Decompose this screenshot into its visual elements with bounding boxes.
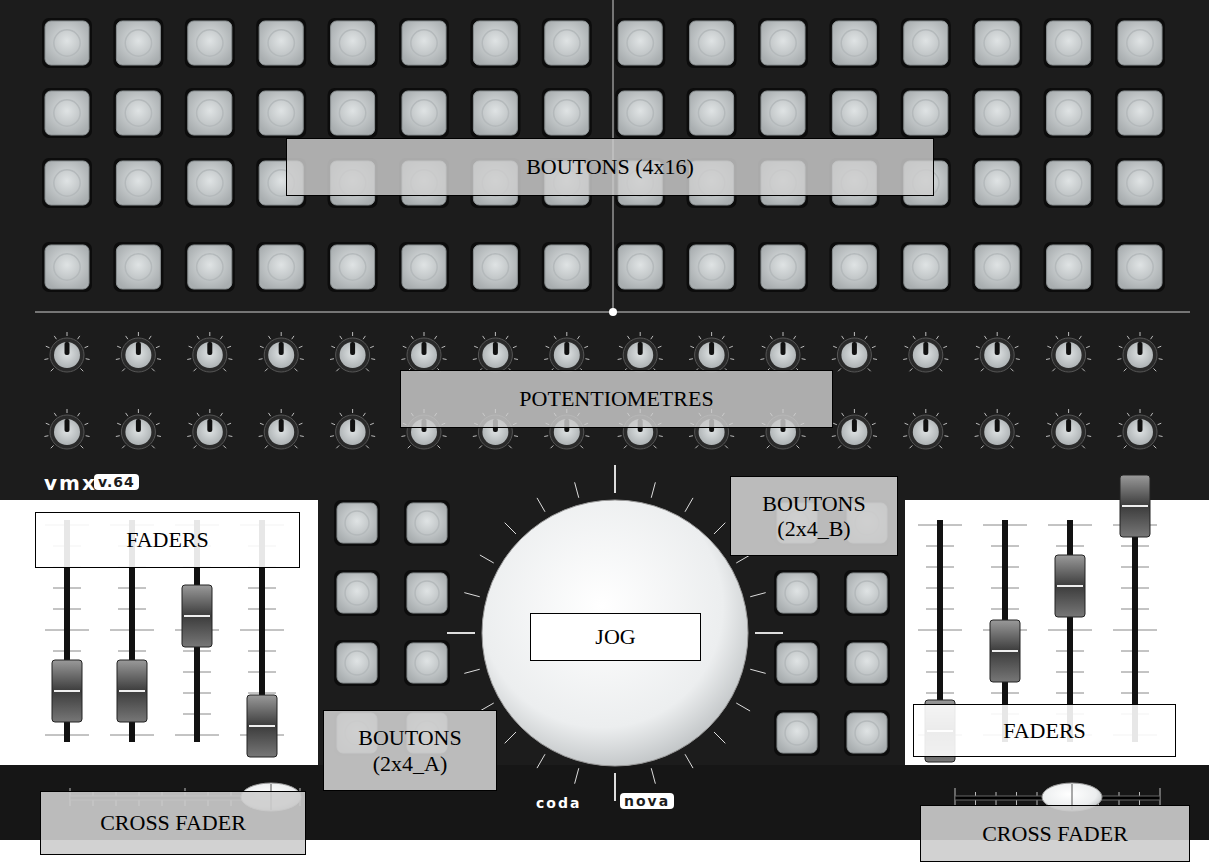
part-label: JOG xyxy=(595,624,635,649)
label-box: BOUTONS (2x4_A) xyxy=(323,710,497,791)
device-panel xyxy=(0,0,1209,840)
divider-star xyxy=(609,308,617,316)
button-grid xyxy=(42,18,1165,292)
label-box: CROSS FADER xyxy=(40,791,306,855)
part-label: BOUTONS (2x4_A) xyxy=(332,725,488,776)
logo-text: nova xyxy=(620,793,674,809)
part-label: BOUTONS (4x16) xyxy=(526,154,694,179)
part-label: POTENTIOMETRES xyxy=(519,386,713,411)
label-box: CROSS FADER xyxy=(920,805,1190,862)
label-box: FADERS xyxy=(913,704,1176,757)
logo-text: vmx xyxy=(40,472,101,494)
part-label: BOUTONS (2x4_B) xyxy=(739,491,889,542)
part-label: FADERS xyxy=(1003,718,1086,743)
part-label: CROSS FADER xyxy=(100,810,246,835)
label-box: JOG xyxy=(530,613,701,661)
knob-rows xyxy=(44,332,1162,449)
fader-panel xyxy=(0,500,318,765)
fader-panel xyxy=(905,475,1209,765)
label-box: FADERS xyxy=(35,512,300,568)
part-label: CROSS FADER xyxy=(982,821,1128,846)
logo-text: v.64 xyxy=(94,474,139,490)
part-label: FADERS xyxy=(126,527,209,552)
label-box: BOUTONS (2x4_B) xyxy=(730,476,898,556)
label-box: POTENTIOMETRES xyxy=(400,370,833,428)
logo-text: coda xyxy=(532,795,585,811)
label-box: BOUTONS (4x16) xyxy=(286,138,934,196)
